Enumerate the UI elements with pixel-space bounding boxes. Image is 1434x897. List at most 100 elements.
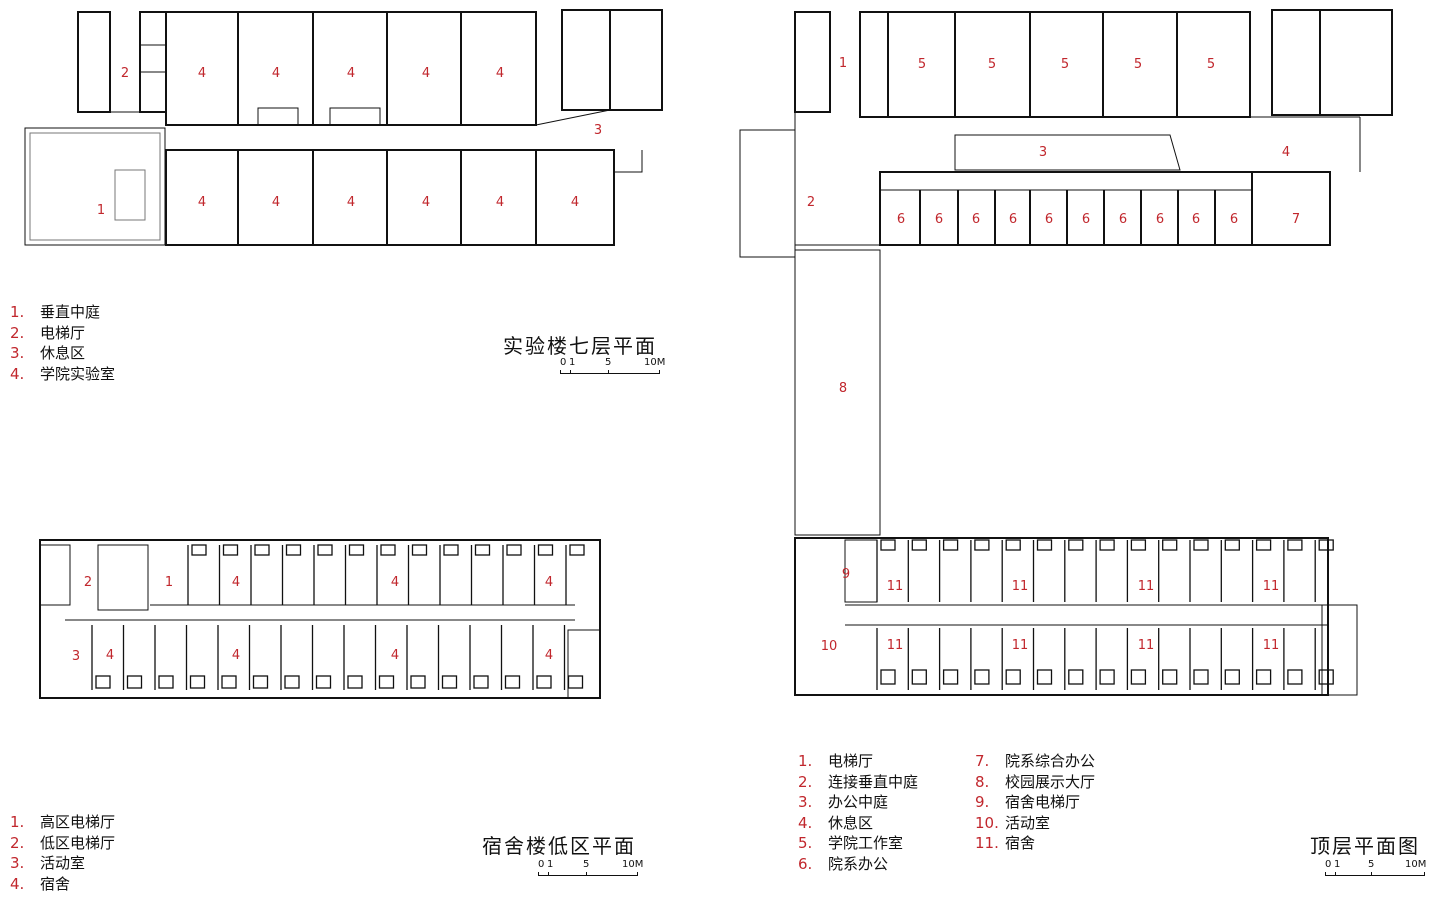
dorm-plan-legend: 1.高区电梯厅 2.低区电梯厅 3.活动室 4.宿舍 [10,812,115,894]
room-label: 6 [1082,212,1090,227]
dorm-bathroom [880,539,896,551]
dorm-bathroom [536,675,552,689]
legend-item: 4.学院实验室 [10,364,116,383]
dorm-bathroom [1193,669,1209,685]
room-label: 3 [594,123,602,138]
room-label: 2 [121,66,129,81]
room-label: 6 [1192,212,1200,227]
room-label: 7 [1292,212,1300,227]
room-label: 6 [935,212,943,227]
dorm-bathroom [1068,669,1084,685]
room-label: 6 [1045,212,1053,227]
room-label: 6 [897,212,905,227]
room-label: 5 [1134,57,1142,72]
dorm-bathroom [1036,669,1053,685]
top-plan-legend-col2: 7.院系综合办公 8.校园展示大厅 9.宿舍电梯厅 10.活动室 11.宿舍 [975,751,1095,854]
dorm-bathroom [1224,669,1240,685]
legend-item: 2.低区电梯厅 [10,833,116,852]
room-label: 6 [1009,212,1017,227]
room-label: 4 [347,66,355,81]
dorm-plan-walls [39,539,601,699]
legend-item: 1.电梯厅 [798,752,874,770]
room-label: 11 [1263,579,1280,594]
dorm-bathroom [189,675,206,689]
legend-item: 4.休息区 [798,813,874,832]
lab-plan-partitions [114,12,537,245]
room-label: 6 [1230,212,1238,227]
lab-plan-room-labels: 1 2 3 4 4 4 4 4 4 4 4 4 4 4 [97,66,602,218]
lab-plan-title: 实验楼七层平面 [503,334,657,358]
dorm-bathroom [284,675,300,689]
top-plan-scale-bar: 0 1 5 10M [1325,859,1430,879]
dorm-bathroom [880,669,896,685]
dorm-plan-room-labels: 1 2 3 4 4 4 4 4 4 4 [72,575,553,664]
dorm-bathroom [1162,669,1178,685]
legend-item: 3.休息区 [10,344,86,363]
room-label: 9 [842,567,850,582]
legend-item: 9.宿舍电梯厅 [975,793,1081,812]
legend-item: 11.宿舍 [975,834,1036,853]
top-plan-partitions [880,12,1253,245]
dorm-bathroom [1005,669,1021,685]
dorm-bathroom [411,544,428,556]
legend-item: 6.院系办公 [798,854,889,873]
room-label: 11 [1263,638,1280,653]
dorm-bathroom [315,675,332,689]
room-label: 5 [918,57,926,72]
room-label: 3 [1039,145,1047,160]
legend-item: 1.高区电梯厅 [10,813,116,831]
dorm-bathroom [506,544,522,556]
room-label: 5 [988,57,996,72]
room-label: 4 [496,66,504,81]
room-label: 4 [232,575,240,590]
lab-plan-scale-bar: 0 1 5 10M [560,357,670,377]
room-label: 6 [1119,212,1127,227]
top-plan-room-labels: 1 2 3 4 5 5 5 5 5 6 6 6 6 6 6 6 6 6 6 7 … [807,56,1300,654]
dorm-bathroom [1255,669,1272,685]
dorm-bathroom [95,675,111,689]
dorm-bathroom [1130,539,1147,551]
top-plan-legend-col1: 1.电梯厅 2.连接垂直中庭 3.办公中庭 4.休息区 5.学院工作室 6.院系… [798,751,918,875]
room-label: 5 [1207,57,1215,72]
dorm-bathroom [1193,539,1209,551]
room-label: 6 [1156,212,1164,227]
room-label: 4 [1282,145,1290,160]
dorm-bathroom [911,539,927,551]
dorm-bathroom [285,544,302,556]
dorm-bathroom [348,544,365,556]
dorm-bathroom [974,669,990,685]
legend-item: 4.宿舍 [10,874,71,893]
dorm-plan-scale-bar: 0 1 5 10M [538,859,648,879]
dorm-bathroom [911,669,927,685]
legend-item: 5.学院工作室 [798,834,904,853]
dorm-bathroom [222,544,239,556]
dorm-bathroom [126,675,143,689]
dorm-bathroom [191,544,207,556]
dorm-bathroom [441,675,458,689]
room-label: 4 [232,648,240,663]
legend-item: 2.电梯厅 [10,323,86,342]
room-label: 11 [1138,579,1155,594]
dorm-plan-title: 宿舍楼低区平面 [482,834,636,858]
repeated-room-partitions [91,539,1334,690]
dorm-bathroom [1318,539,1334,551]
room-label: 11 [887,638,904,653]
legend-item: 10.活动室 [975,813,1051,832]
dorm-bathroom [380,544,396,556]
dorm-bathroom [974,539,990,551]
dorm-bathroom [504,675,521,689]
dorm-bathroom [1130,669,1147,685]
dorm-bathroom [1162,539,1178,551]
room-label: 11 [1012,638,1029,653]
room-label: 11 [1138,638,1155,653]
dorm-bathroom [252,675,269,689]
dorm-bathroom [942,669,959,685]
room-label: 5 [1061,57,1069,72]
room-label: 6 [972,212,980,227]
room-label: 8 [839,381,847,396]
dorm-bathroom [317,544,333,556]
room-label: 4 [272,195,280,210]
dorm-bathroom [443,544,459,556]
dorm-bathroom [474,544,491,556]
room-label: 4 [106,648,114,663]
